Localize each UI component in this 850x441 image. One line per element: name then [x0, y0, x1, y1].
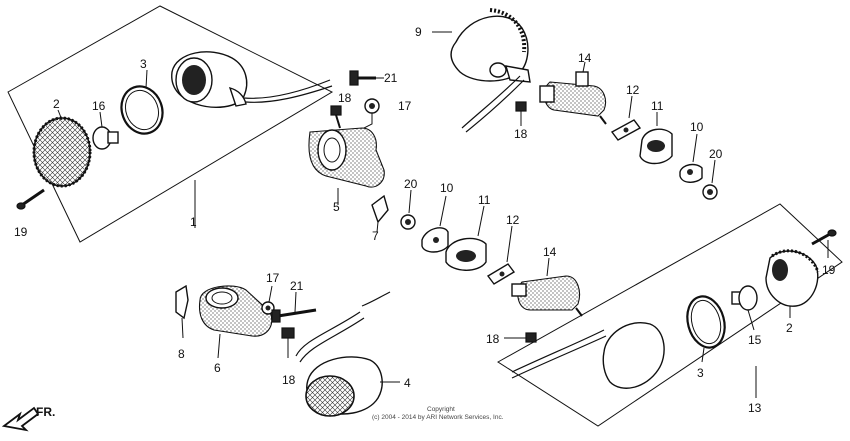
part-label-12b: 12 [506, 213, 520, 227]
part-label-18a: 18 [338, 91, 352, 105]
gasket-ring-part-3b [686, 295, 726, 363]
screw-part-19a [16, 188, 45, 210]
clip-part-7 [371, 194, 389, 233]
part-label-14b: 14 [543, 245, 557, 259]
part-label-15: 15 [748, 333, 762, 347]
plate-part-12b [486, 225, 516, 285]
nut-part-20a [702, 159, 718, 200]
part-label-3b: 3 [697, 366, 704, 380]
lens-part-2b [765, 249, 820, 318]
part-label-20b: 20 [404, 177, 418, 191]
gasket-ring-part-3 [120, 69, 164, 135]
bolt-part-18b [515, 101, 527, 126]
part-label-17a: 17 [398, 99, 412, 113]
bolt-part-18c [281, 327, 295, 358]
copyright-line-2: (c) 2004 - 2014 by ARI Network Services,… [372, 414, 504, 421]
part-label-4: 4 [404, 376, 411, 390]
part-label-8: 8 [178, 347, 185, 361]
part-label-20a: 20 [709, 147, 723, 161]
signal-housing-4 [295, 291, 400, 417]
part-label-5: 5 [333, 200, 340, 214]
assembly-box-13 [497, 203, 843, 427]
part-label-19a: 19 [14, 225, 28, 239]
nut-part-20b [400, 189, 416, 230]
bolt-part-18d [504, 332, 537, 343]
part-label-7: 7 [372, 229, 379, 243]
part-label-18b: 18 [514, 127, 528, 141]
bulb-part-15 [731, 285, 758, 331]
front-direction-arrow-icon [1, 406, 40, 432]
bolt-part-18a [330, 105, 342, 129]
stay-part-5 [308, 127, 385, 205]
nut-part-17b [261, 285, 275, 315]
grommet-part-11b [445, 205, 487, 271]
nut-part-17a [359, 98, 380, 131]
part-label-14a: 14 [578, 51, 592, 65]
part-label-2a: 2 [53, 97, 60, 111]
part-label-10a: 10 [690, 120, 704, 134]
clip-part-8 [175, 284, 189, 339]
part-label-2b: 2 [786, 321, 793, 335]
signal-housing-9 [432, 8, 531, 133]
part-label-1: 1 [190, 215, 197, 229]
screw-part-19b [811, 229, 837, 258]
part-label-11a: 11 [651, 99, 664, 113]
part-label-18c: 18 [282, 373, 296, 387]
signal-housing-1 [171, 51, 333, 108]
part-label-12a: 12 [626, 83, 640, 97]
part-label-18d: 18 [486, 332, 500, 346]
part-label-13: 13 [748, 401, 762, 415]
part-label-10b: 10 [440, 181, 454, 195]
front-direction-label: FR. [36, 405, 55, 419]
washer-part-10a [679, 133, 703, 183]
washer-part-10b [421, 195, 449, 253]
part-number-labels: 1 2 3 16 19 18 21 17 5 7 9 14 18 12 11 1… [14, 25, 836, 415]
socket-part-14b [511, 257, 583, 317]
part-label-3a: 3 [140, 57, 147, 71]
assembly-box-1 [7, 5, 334, 243]
socket-part-14a [539, 61, 607, 125]
bulb-part-16 [92, 111, 119, 150]
part-label-16: 16 [92, 99, 106, 113]
grommet-part-11a [639, 112, 673, 165]
bolt-part-21b [271, 291, 317, 323]
part-label-19b: 19 [822, 263, 836, 277]
part-label-11b: 11 [478, 193, 491, 207]
part-label-9: 9 [415, 25, 422, 39]
part-label-17b: 17 [266, 271, 280, 285]
plate-part-12a [610, 95, 642, 141]
bolt-part-21a [349, 70, 384, 86]
lens-part-2 [32, 109, 92, 188]
stay-part-6 [198, 285, 273, 359]
part-label-21a: 21 [384, 71, 398, 85]
part-label-21b: 21 [290, 279, 304, 293]
part-label-6: 6 [214, 361, 221, 375]
copyright-line-1: Copyright [427, 406, 455, 413]
signal-housing-13 [511, 322, 665, 389]
